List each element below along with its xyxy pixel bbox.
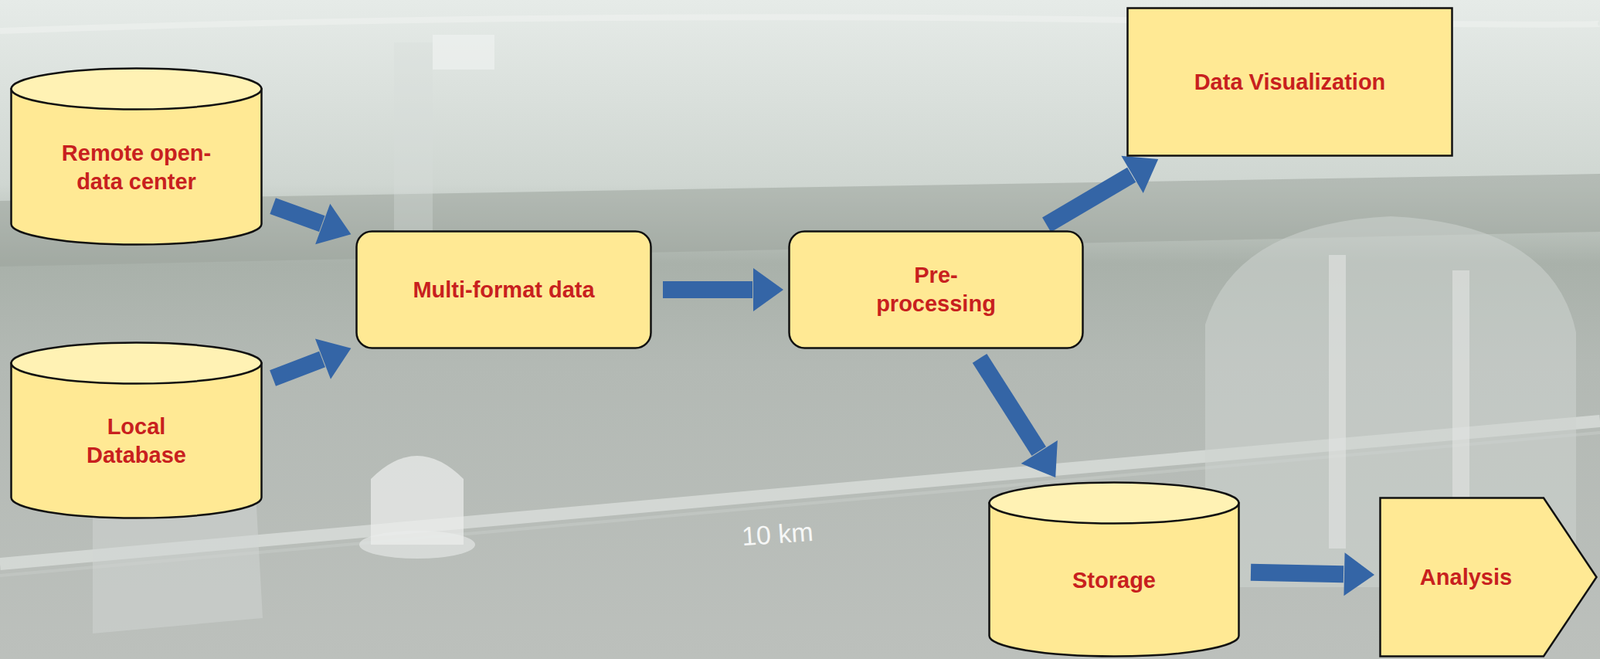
flow-arrow [272,338,351,379]
distance-label: 10 km [740,516,815,552]
arrow-shaft [662,281,753,299]
arrow-shaft [1046,174,1132,225]
flow-arrow [1046,156,1159,225]
cylinder-body [11,88,262,245]
node-label: Data Visualization [1194,67,1386,97]
cylinder-top [989,482,1240,524]
dome [370,455,464,545]
database-cylinder: Local Database [10,341,263,520]
arrow-shaft [272,206,323,225]
flow-arrow [662,268,784,312]
node-label: Analysis [1419,563,1512,592]
arrow-shaft [272,359,323,378]
cylinder-body [11,363,262,519]
cylinder-body [989,502,1240,656]
box-outline [356,231,652,349]
arrow-head [1021,440,1058,478]
box-outline [1127,8,1453,157]
node-label: Storage [1072,566,1156,595]
node-label: Pre-processing [862,261,1010,318]
process-box: Multi-format data [355,230,653,350]
data-source-cylinder: Remote open-data center [10,67,263,246]
analysis-pentagon: Analysis [1379,496,1598,658]
cylinder-top [11,68,262,110]
storage-cylinder: Storage [988,481,1240,658]
pentagon-outline [1380,498,1597,657]
cylinder-top [11,343,262,384]
node-label: Local Database [59,412,215,469]
arrow-head [753,268,784,312]
flow-arrow [272,203,351,245]
arrow-head [1121,156,1159,194]
output-box: Data Visualization [1126,6,1454,157]
node-outline [788,230,1084,350]
arrow-head [315,203,351,245]
building [432,34,495,70]
flow-arrow [1250,552,1375,596]
arrow-head [1343,552,1375,596]
node-label: Remote open-data center [44,139,230,196]
arrow-shaft [1250,572,1344,575]
arrow-shaft [979,358,1040,452]
detector-column [1328,254,1346,549]
process-box: Pre-processing [788,230,1084,350]
flow-arrow [979,358,1058,478]
arrow-head [315,338,351,379]
node-label: Multi-format data [412,275,595,305]
box-outline [789,231,1084,349]
